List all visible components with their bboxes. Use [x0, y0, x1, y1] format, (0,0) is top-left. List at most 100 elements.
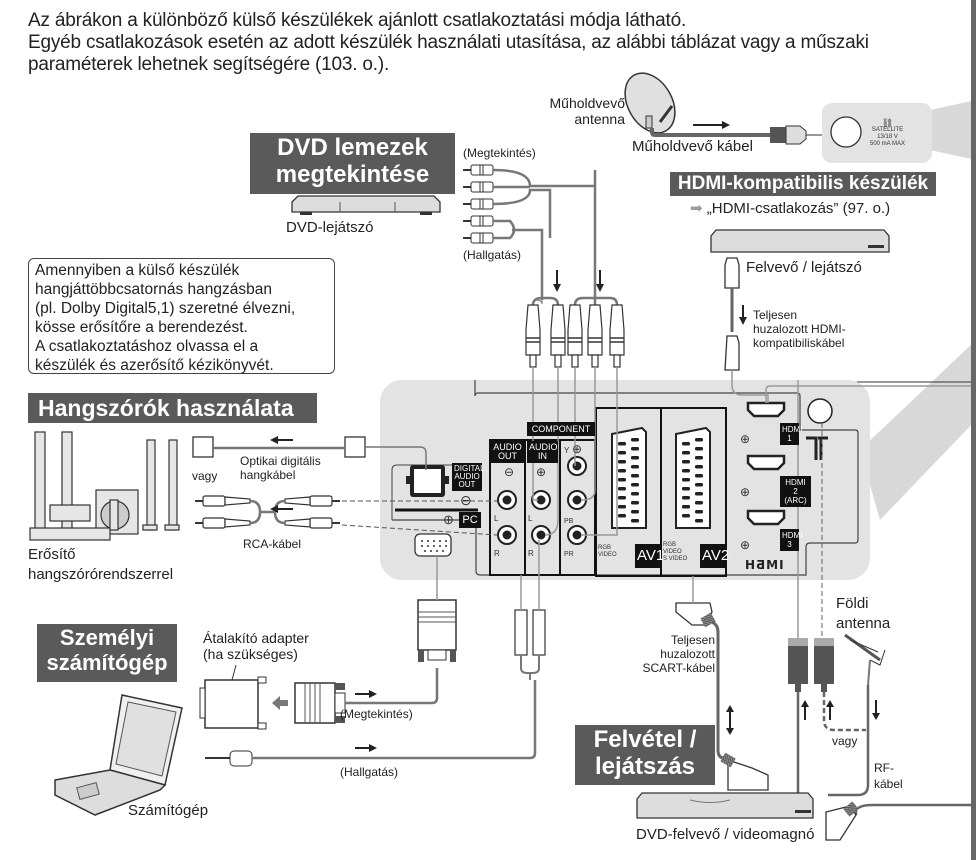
hdmi2-tag: HDMI 2 (ARC)	[780, 476, 811, 507]
adapter	[199, 664, 267, 730]
hdmi3-tag-1: HDMI	[782, 531, 803, 540]
hdmi2-tag-2: (ARC)	[784, 496, 807, 505]
scart-plug-right	[825, 801, 859, 841]
note-line-1: Amennyiben a külső készülék	[35, 262, 240, 279]
speakers-banner: Hangszórók használata	[28, 393, 317, 423]
adapter-label-2: (ha szükséges)	[203, 646, 298, 662]
scart-av2	[675, 426, 711, 529]
note-line-5: A csatlakoztatáshoz olvassa el a	[35, 338, 259, 355]
pc-audio-label: (Hallgatás)	[340, 765, 399, 779]
recorder-banner: Felvétel / lejátszás	[575, 725, 715, 785]
scart-cable-label-2: huzalozott	[660, 647, 715, 661]
audio-in-r-label: R	[528, 549, 534, 558]
page-edge-bar	[971, 0, 976, 860]
component-tag: COMPONENT	[527, 422, 595, 436]
input-icon-pc: ⊕	[443, 512, 454, 527]
dvd-rca-plugs	[463, 164, 494, 244]
rf-plugs	[788, 638, 834, 692]
arrow-right-icon: ➡	[690, 200, 703, 217]
pr-label: PR	[564, 551, 574, 558]
speaker-rca-cable	[202, 495, 333, 529]
hdmi-cable-label-2: huzalozott HDMI-	[753, 322, 846, 336]
rca-jacks	[497, 456, 587, 545]
hdmi3-tag: HDMI 3	[780, 529, 803, 551]
av2-sub-labels: RGB VIDEO S VIDEO	[663, 542, 687, 563]
output-icon: ⊖	[460, 492, 472, 508]
hdmi-ref-text[interactable]: „HDMI-csatlakozás” (97. o.)	[706, 200, 891, 217]
av1-sub-2: VIDEO	[598, 552, 617, 558]
rf-cable-label-2: kábel	[874, 777, 903, 791]
pc-banner-line-2: számítógép	[46, 649, 168, 675]
hdmi-cable-label-3: kompatibiliskábel	[753, 336, 845, 350]
recorder-banner-line-2: lejátszás	[594, 752, 696, 780]
terrestrial-antenna-label: Földi antenna	[836, 594, 890, 634]
rf-or-label: vagy	[832, 734, 858, 748]
pc-tag: PC	[459, 512, 481, 528]
right-beam	[860, 340, 976, 520]
optical-plug-left	[192, 436, 214, 458]
digital-audio-out-tag: DIGITAL AUDIO OUT	[452, 463, 485, 491]
satellite-antenna-label-2: antenna	[574, 111, 625, 127]
audio-in-icon: ⊕	[536, 465, 547, 479]
computer-label: Számítógép	[128, 802, 209, 819]
rca-cable-label: RCA-kábel	[243, 537, 302, 551]
mini-jack	[205, 750, 253, 767]
pc-banner: Személyi számítógép	[37, 624, 177, 682]
pc-banner-line-1: Személyi	[59, 625, 155, 650]
vga-plug-vertical	[417, 599, 457, 662]
pb-label: PB	[564, 518, 574, 525]
scart-av1	[611, 426, 647, 529]
audio-out-r-label: R	[494, 549, 500, 558]
pc-video-label: (Megtekintés)	[340, 707, 413, 721]
av2-sub-3: S VIDEO	[663, 556, 688, 562]
dvd-player-label: DVD-lejátszó	[286, 219, 374, 236]
hdmi2-input-icon: ⊕	[740, 485, 751, 499]
hdmi-logo: HƋMI	[745, 558, 785, 572]
scart-cable-label-3: SCART-kábel	[642, 661, 715, 675]
recorder-banner-line-1: Felvétel /	[593, 726, 697, 753]
audio-in-l-label: L	[528, 514, 533, 523]
scart-plug-bottom	[720, 752, 769, 791]
audio-in-2: IN	[538, 451, 547, 461]
vertical-rca-plugs	[525, 304, 625, 368]
dvd-banner: DVD lemezek megtekintése	[250, 133, 455, 194]
av2-sub-2: VIDEO	[663, 549, 682, 555]
av1-sub-1: RGB	[598, 545, 612, 551]
antenna-terminal	[807, 398, 833, 424]
hdmi1-input-icon: ⊕	[740, 432, 751, 446]
audio-out-l-label: L	[494, 514, 499, 523]
dvd-video-label: (Megtekintés)	[463, 146, 536, 160]
satellite-port-spec-1: 13/18 V	[877, 134, 898, 140]
scart-plug-top	[675, 602, 716, 628]
laptop	[54, 694, 183, 816]
hdmi-recorder	[710, 229, 890, 253]
terrestrial-antenna-label-1: Földi	[836, 595, 869, 612]
note-line-2: hangjáttöbbcsatornás hangzásban	[35, 281, 272, 298]
hdmi1-tag-1: HDMI	[782, 425, 803, 434]
audio-out-tag: AUDIO OUT	[490, 441, 525, 463]
dvd-banner-line-2: megtekintése	[275, 160, 430, 188]
av1-sub-labels: RGB VIDEO	[598, 545, 617, 559]
optical-cable-label: Optikai digitális hangkábel	[240, 454, 321, 482]
audio-out-1: AUDIO	[493, 442, 522, 452]
dvd-recorder-label: DVD-felvevő / videomagnó	[636, 826, 815, 843]
audio-in-tag: AUDIO IN	[527, 441, 558, 463]
amplifier-label-2: hangszórórendszerrel	[28, 566, 174, 583]
vga-plug-horizontal	[294, 682, 346, 724]
scart-cable-label: Teljesen huzalozott SCART-kábel	[608, 633, 715, 675]
amplifier-label: Erősítő hangszórórendszerrel	[28, 545, 173, 585]
audio-out-2: OUT	[498, 451, 517, 461]
optical-cable-label-1: Optikai digitális	[240, 454, 321, 468]
hdmi-cable-label-1: Teljesen	[753, 308, 798, 322]
satellite-icon: ⛓	[881, 118, 894, 128]
hdmi2-tag-1: HDMI 2	[785, 478, 806, 496]
satellite-cable-label: Műholdvevő kábel	[632, 138, 753, 155]
component-in-icon: ⊕	[572, 442, 583, 456]
note-line-3: (pl. Dolby Digital5,1) szeretné élvezni,	[35, 300, 296, 317]
hdmi-cable-label: Teljesen huzalozott HDMI- kompatibiliská…	[753, 308, 846, 350]
dvd-recorder	[636, 792, 814, 819]
satellite-antenna-label-1: Műholdvevő	[549, 95, 626, 111]
amplifier-label-1: Erősítő	[28, 546, 76, 563]
digital-audio-out-3: OUT	[458, 480, 476, 489]
audio-out-icon: ⊖	[504, 465, 515, 479]
